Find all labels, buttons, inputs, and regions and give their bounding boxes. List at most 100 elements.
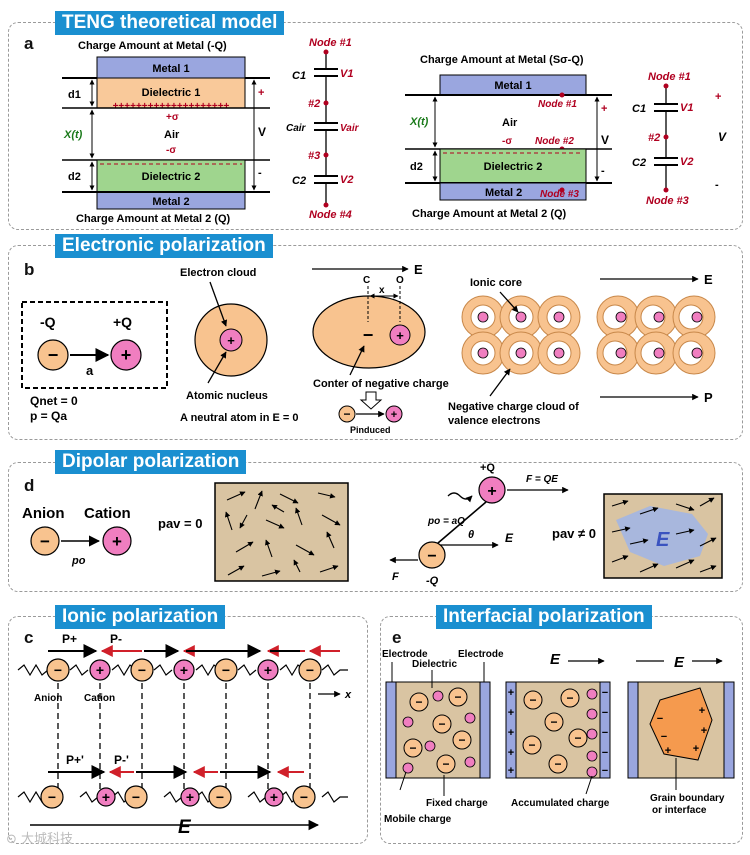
svg-text:+: + xyxy=(715,91,721,103)
theta-label: θ xyxy=(468,529,474,541)
svg-text:−: − xyxy=(529,693,536,707)
c2-right: C2 xyxy=(632,157,646,169)
label-b: b xyxy=(24,260,35,279)
svg-text:−: − xyxy=(300,789,308,805)
svg-text:+: + xyxy=(227,333,235,348)
xt-right: X(t) xyxy=(409,116,429,128)
svg-text:−: − xyxy=(566,691,573,705)
svg-text:−: − xyxy=(574,731,581,745)
xt-left: X(t) xyxy=(63,129,83,141)
minus-v-left: - xyxy=(258,167,262,179)
title-dipolar: Dipolar polarization xyxy=(55,450,247,474)
dielectric2-left: Dielectric 2 xyxy=(142,171,201,183)
interfacial-cell-2: E +++++ −−−−− −−−−−− Accumulated charge xyxy=(505,651,611,809)
p-plus-label: P+ xyxy=(62,632,77,646)
teng-left-bottom-label: Charge Amount at Metal 2 (Q) xyxy=(76,213,231,225)
svg-text:+: + xyxy=(487,483,496,500)
electron-cloud-label: Electron cloud xyxy=(180,267,256,279)
neutral-atom: Electron cloud + Atomic nucleus A neutra… xyxy=(180,267,298,424)
electrode-label-1: Electrode xyxy=(382,649,428,660)
p-qa-label: p = Qa xyxy=(30,409,67,423)
interfacial-cell-1: Electrode Dielectric Electrode −−−−−− Mo… xyxy=(382,649,504,825)
svg-text:+: + xyxy=(270,789,278,805)
metal2-right: Metal 2 xyxy=(485,187,522,199)
title-interfacial: Interfacial polarization xyxy=(436,605,652,629)
valence-label: valence electrons xyxy=(448,415,540,427)
d1-label: d1 xyxy=(68,89,81,101)
minus-v-right: - xyxy=(601,165,605,177)
metal2-left: Metal 2 xyxy=(152,196,189,208)
node1-right-circuit: Node #1 xyxy=(648,71,691,83)
v-right: V xyxy=(601,133,609,147)
svg-text:+: + xyxy=(693,743,699,755)
dipolar-ions: Anion Cation − + po xyxy=(22,505,132,567)
metal1-left: Metal 1 xyxy=(152,63,189,75)
svg-text:−: − xyxy=(454,690,461,704)
svg-text:+: + xyxy=(112,532,122,551)
v-right-circuit: V xyxy=(718,130,727,144)
teng-left-top-label: Charge Amount at Metal (-Q) xyxy=(78,40,227,52)
po-label: po xyxy=(71,555,86,567)
svg-text:-: - xyxy=(715,179,719,191)
node2-right: Node #2 xyxy=(535,136,574,147)
c2-left: C2 xyxy=(292,175,306,187)
svg-text:−: − xyxy=(216,789,224,805)
v2-left: V2 xyxy=(340,174,353,186)
teng-right-stack: Charge Amount at Metal (Sσ-Q) Metal 1 No… xyxy=(405,54,612,220)
svg-text:−: − xyxy=(132,789,140,805)
plus-v-right: + xyxy=(601,103,607,115)
minus-sigma-left: -σ xyxy=(166,145,176,156)
p-minus-label: P- xyxy=(110,632,122,646)
svg-text:+: + xyxy=(701,725,707,737)
watermark: ⊙ 大城科技 xyxy=(6,832,74,847)
svg-text:−: − xyxy=(54,662,62,678)
svg-text:−: − xyxy=(550,715,557,729)
minus-q-label: -Q xyxy=(40,314,56,330)
node4-left: Node #4 xyxy=(309,209,352,221)
ionic-chain-bottom: P+' P-' −+−+−+− E xyxy=(17,753,348,838)
v-left: V xyxy=(258,125,266,139)
p-induced-label: Pinduced xyxy=(350,425,391,435)
svg-text:+: + xyxy=(264,662,272,678)
minus-q-d: -Q xyxy=(426,575,439,587)
panel-teng xyxy=(8,22,743,230)
air-left: Air xyxy=(164,129,180,141)
mobile-charge-label: Mobile charge xyxy=(384,814,452,825)
svg-text:−: − xyxy=(657,713,663,725)
svg-text:+: + xyxy=(508,727,514,739)
dielectric1-left: Dielectric 1 xyxy=(142,87,201,99)
svg-text:+: + xyxy=(121,345,132,365)
svg-text:+: + xyxy=(508,747,514,759)
cair-left: Cair xyxy=(286,123,307,134)
accumulated-charge-label: Accumulated charge xyxy=(511,798,610,809)
svg-text:−: − xyxy=(306,662,314,678)
po-aq-label: po = aQ xyxy=(427,516,465,527)
electrode-label-2: Electrode xyxy=(458,649,504,660)
ionic-lattice-right: E P xyxy=(596,272,716,405)
interfacial-cell-3: E −−++++ Grain boundary or interface xyxy=(627,654,735,816)
e-label-e1: E xyxy=(550,651,561,668)
pav0-label: pav = 0 xyxy=(158,516,202,531)
svg-text:−: − xyxy=(458,733,465,747)
title-electronic: Electronic polarization xyxy=(55,234,273,258)
svg-text:+: + xyxy=(180,662,188,678)
label-c: c xyxy=(24,628,34,647)
node1-right: Node #1 xyxy=(538,99,577,110)
svg-text:−: − xyxy=(554,757,561,771)
x-label-c: x xyxy=(344,689,352,701)
grain-boundary-label: Grain boundary xyxy=(650,793,725,804)
svg-text:−: − xyxy=(409,741,416,755)
node2-left: #2 xyxy=(308,98,320,110)
a-label: a xyxy=(86,363,94,378)
title-teng: TENG theoretical model xyxy=(55,11,285,35)
node1-left: Node #1 xyxy=(309,37,352,49)
neutral-atom-label: A neutral atom in E = 0 xyxy=(180,412,298,424)
plus-q-label: +Q xyxy=(113,314,132,330)
or-interface-label: or interface xyxy=(652,805,707,816)
teng-left-circuit: Node #1 C1 V1 #2 Cair Vair #3 C2 V2 Node… xyxy=(286,37,360,221)
svg-text:−: − xyxy=(48,789,56,805)
teng-left-stack: Charge Amount at Metal (-Q) Metal 1 Diel… xyxy=(62,40,270,225)
plus-q-d: +Q xyxy=(480,462,495,474)
svg-text:−: − xyxy=(602,765,608,777)
ionic-chain-top: P+ P- −+−+−+− Anion Cation x xyxy=(17,632,352,795)
